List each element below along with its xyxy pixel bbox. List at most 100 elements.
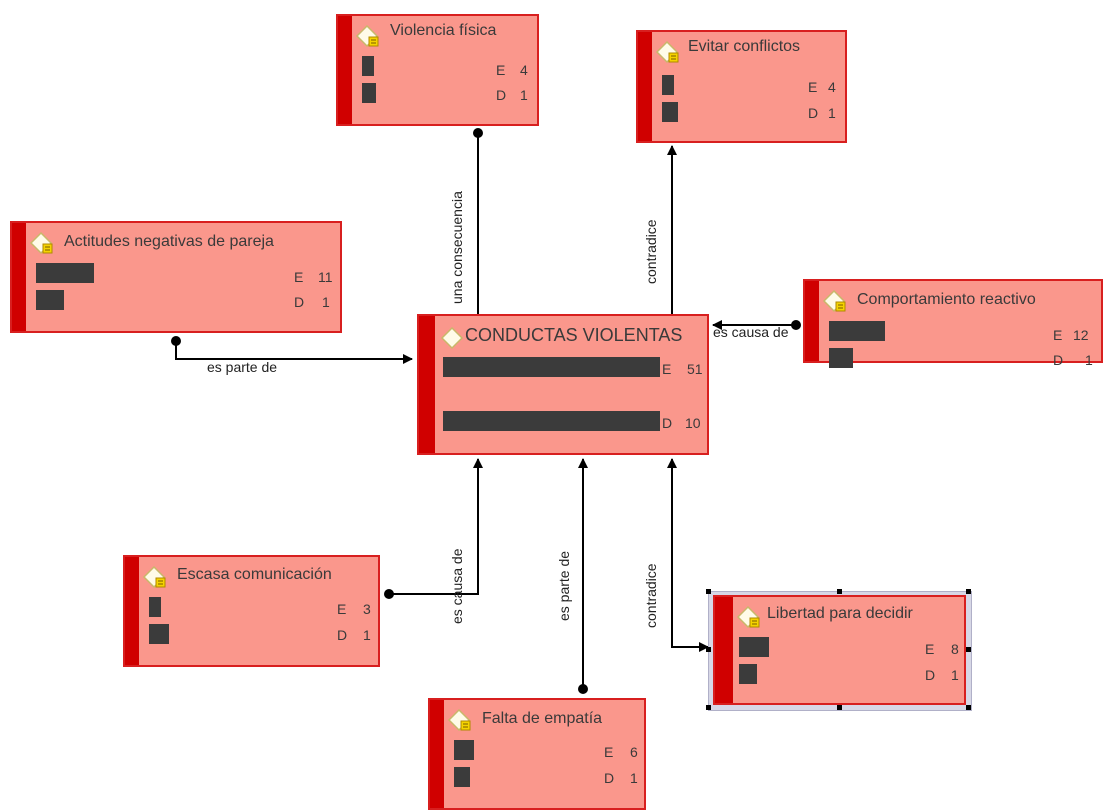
d-value: 1 <box>363 627 371 643</box>
node-title: Actitudes negativas de pareja <box>64 233 274 250</box>
resize-handle[interactable] <box>966 705 971 710</box>
d-bar <box>829 348 853 368</box>
d-value: 1 <box>1085 352 1093 368</box>
e-label: E <box>1053 327 1063 343</box>
e-label: E <box>808 79 818 95</box>
edge-violencia-conductas <box>473 128 483 338</box>
edge-falta-conductas <box>578 458 588 694</box>
edge-label-evitar: contradice <box>643 219 659 284</box>
e-bar <box>443 357 660 377</box>
node-title: Libertad para decidir <box>767 605 913 622</box>
node-title: Falta de empatía <box>482 710 603 727</box>
resize-handle[interactable] <box>966 589 971 594</box>
resize-handle[interactable] <box>837 705 842 710</box>
d-label: D <box>925 667 936 683</box>
e-bar <box>36 263 94 283</box>
d-value: 1 <box>828 105 836 121</box>
e-label: E <box>337 601 347 617</box>
node-comportamiento-reactivo[interactable]: Comportamiento reactivo E 12 D 1 <box>803 279 1103 368</box>
d-bar <box>662 102 678 122</box>
d-label: D <box>604 770 615 786</box>
node-stripe <box>638 32 652 141</box>
node-title: CONDUCTAS VIOLENTAS <box>465 325 683 345</box>
d-bar <box>443 411 660 431</box>
node-stripe <box>805 281 819 361</box>
code-diamond-icon <box>736 605 760 629</box>
code-diamond-icon <box>822 289 846 313</box>
d-bar <box>739 664 757 684</box>
node-conductas-violentas[interactable]: CONDUCTAS VIOLENTAS E 51 D 10 <box>417 314 709 455</box>
node-libertad-para-decidir[interactable]: Libertad para decidir E 8 D 1 <box>713 595 966 705</box>
d-value: 10 <box>685 415 701 431</box>
e-label: E <box>294 269 304 285</box>
node-title: Escasa comunicación <box>177 566 332 583</box>
d-bar <box>36 290 64 310</box>
node-evitar-conflictos[interactable]: Evitar conflictos E 4 D 1 <box>636 30 847 143</box>
e-label: E <box>496 62 506 78</box>
edge-label-violencia: una consecuencia <box>449 191 465 304</box>
resize-handle[interactable] <box>966 647 971 652</box>
edge-libertad-conductas <box>667 458 709 652</box>
node-title: Evitar conflictos <box>688 38 801 55</box>
e-label: E <box>604 744 614 760</box>
d-label: D <box>808 105 819 121</box>
node-stripe <box>419 316 435 453</box>
d-value: 1 <box>630 770 638 786</box>
edge-label-escasa: es causa de <box>449 548 465 625</box>
e-bar <box>362 56 374 76</box>
d-label: D <box>496 87 507 103</box>
e-bar <box>454 740 474 760</box>
node-escasa-comunicacion[interactable]: Escasa comunicación E 3 D 1 <box>123 555 380 667</box>
d-value: 1 <box>951 667 959 683</box>
resize-handle[interactable] <box>706 705 711 710</box>
e-value: 8 <box>951 641 959 657</box>
e-value: 6 <box>630 744 638 760</box>
node-stripe <box>430 700 444 808</box>
edge-actitudes-conductas <box>171 336 413 364</box>
e-value: 3 <box>363 601 371 617</box>
d-bar <box>362 83 376 103</box>
node-violencia-fisica[interactable]: Violencia física E 4 D 1 <box>336 14 539 126</box>
resize-handle[interactable] <box>706 647 711 652</box>
node-title: Comportamiento reactivo <box>857 291 1036 308</box>
e-bar <box>662 75 674 95</box>
code-diamond-icon <box>142 565 166 589</box>
d-value: 1 <box>520 87 528 103</box>
d-label: D <box>1053 352 1064 368</box>
d-bar <box>149 624 169 644</box>
e-label: E <box>925 641 935 657</box>
resize-handle[interactable] <box>837 589 842 594</box>
code-diamond-icon <box>355 24 379 48</box>
e-value: 4 <box>828 79 836 95</box>
resize-handle[interactable] <box>706 589 711 594</box>
node-title: Violencia física <box>390 22 497 39</box>
edge-label-libertad: contradice <box>643 563 659 628</box>
d-label: D <box>337 627 348 643</box>
edge-label-actitudes: es parte de <box>207 359 278 375</box>
e-label: E <box>662 361 672 377</box>
e-value: 12 <box>1073 327 1089 343</box>
code-diamond-icon <box>655 40 679 64</box>
d-value: 1 <box>322 294 330 310</box>
e-value: 11 <box>318 269 333 285</box>
edge-comportamiento-conductas <box>712 320 801 330</box>
node-stripe <box>12 223 26 331</box>
e-value: 4 <box>520 62 528 78</box>
e-bar <box>149 597 161 617</box>
node-stripe <box>125 557 139 665</box>
d-label: D <box>662 415 673 431</box>
e-value: 51 <box>687 361 703 377</box>
node-stripe <box>338 16 352 124</box>
node-stripe <box>715 597 733 703</box>
e-bar <box>739 637 769 657</box>
code-diamond-icon <box>440 326 464 350</box>
d-bar <box>454 767 470 787</box>
edge-label-falta: es parte de <box>556 550 572 621</box>
node-falta-de-empatia[interactable]: Falta de empatía E 6 D 1 <box>428 698 646 810</box>
code-diamond-icon <box>29 231 53 255</box>
edge-label-comportamiento: es causa de <box>713 324 789 340</box>
d-label: D <box>294 294 305 310</box>
node-actitudes-negativas[interactable]: Actitudes negativas de pareja E 11 D 1 <box>10 221 342 333</box>
e-bar <box>829 321 885 341</box>
